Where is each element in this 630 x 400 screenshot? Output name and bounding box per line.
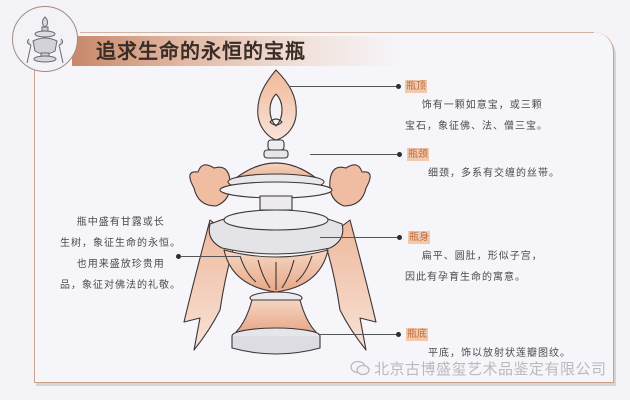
leader-dot-base: [396, 332, 401, 337]
left-note-text: 瓶中盛有甘露或长 生树，象征生命的永恒。 也用来盛放珍贵用 品，象征对佛法的礼敬…: [60, 217, 181, 291]
label-vase-top: 瓶顶: [405, 80, 427, 93]
leader-line-base: [318, 334, 396, 335]
leader-dot-neck: [397, 152, 402, 157]
leader-line-neck: [310, 154, 398, 155]
page-title: 追求生命的永恒的宝瓶: [96, 39, 306, 63]
description-vase-neck: 细颈，多系有交缠的丝带。: [428, 168, 560, 179]
wechat-icon: [350, 360, 370, 380]
description-vase-top: 饰有一颗如意宝，或三颗 宝石，象征佛、法、僧三宝。: [405, 100, 548, 132]
leader-line-body: [320, 237, 398, 238]
watermark: 北京古博盛玺艺术品鉴定有限公司: [350, 358, 607, 380]
treasure-vase-emblem-icon: [12, 6, 78, 72]
leader-dot-body: [397, 235, 402, 240]
label-vase-base: 瓶底: [406, 328, 428, 341]
leader-dot-top: [396, 84, 401, 89]
label-vase-body: 瓶身: [408, 231, 430, 244]
content-panel: [34, 32, 614, 383]
title-banner: [72, 36, 402, 66]
leader-line-top: [289, 86, 396, 87]
watermark-text: 北京古博盛玺艺术品鉴定有限公司: [374, 360, 607, 378]
left-note-leader-dot: [176, 254, 181, 259]
description-vase-base: 平底，饰以放射状莲瓣图纹。: [428, 348, 571, 359]
left-note-leader-line: [180, 256, 240, 257]
label-vase-neck: 瓶颈: [407, 148, 429, 161]
treasure-vase-illustration: [180, 60, 380, 380]
description-vase-body: 扁平、圆肚，形似子宫， 因此有孕育生命的寓意。: [405, 251, 543, 283]
panel-top-border: [80, 32, 594, 33]
